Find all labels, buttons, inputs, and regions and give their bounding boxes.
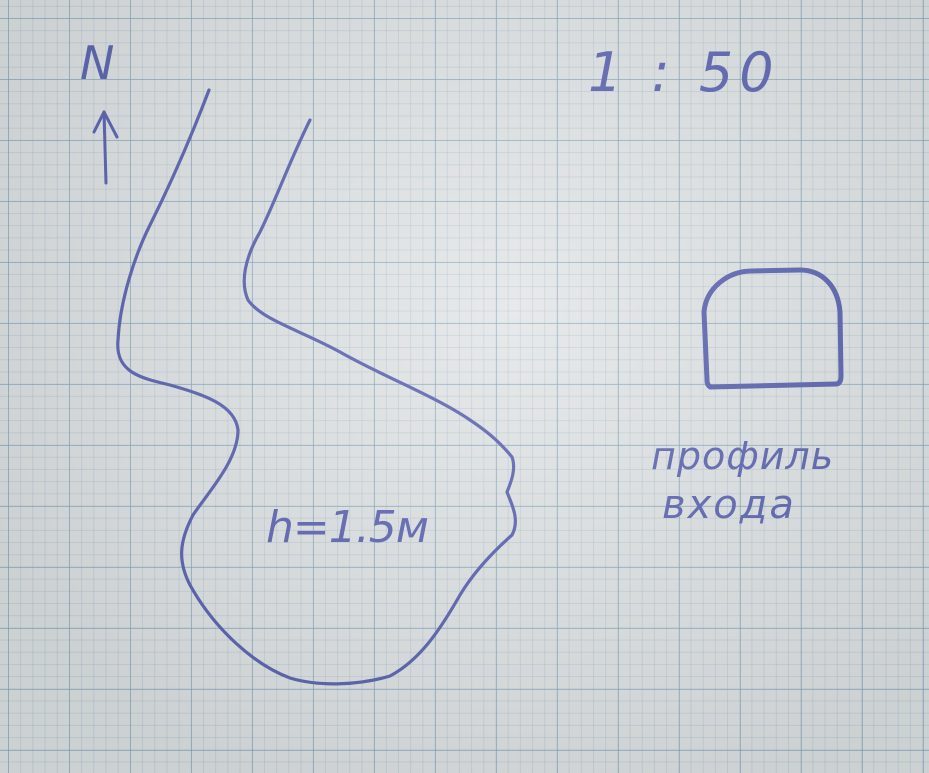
entrance-profile-label-line1: профиль	[651, 434, 835, 478]
cave-plan-outline	[116, 88, 517, 686]
north-arrow-icon	[92, 110, 119, 185]
north-label: N	[80, 36, 115, 90]
scale-label: 1 : 50	[588, 41, 780, 104]
entrance-profile-label-line2: входа	[662, 482, 796, 528]
cave-height-label: h=1.5м	[266, 502, 429, 553]
entrance-profile-shape	[701, 267, 844, 390]
